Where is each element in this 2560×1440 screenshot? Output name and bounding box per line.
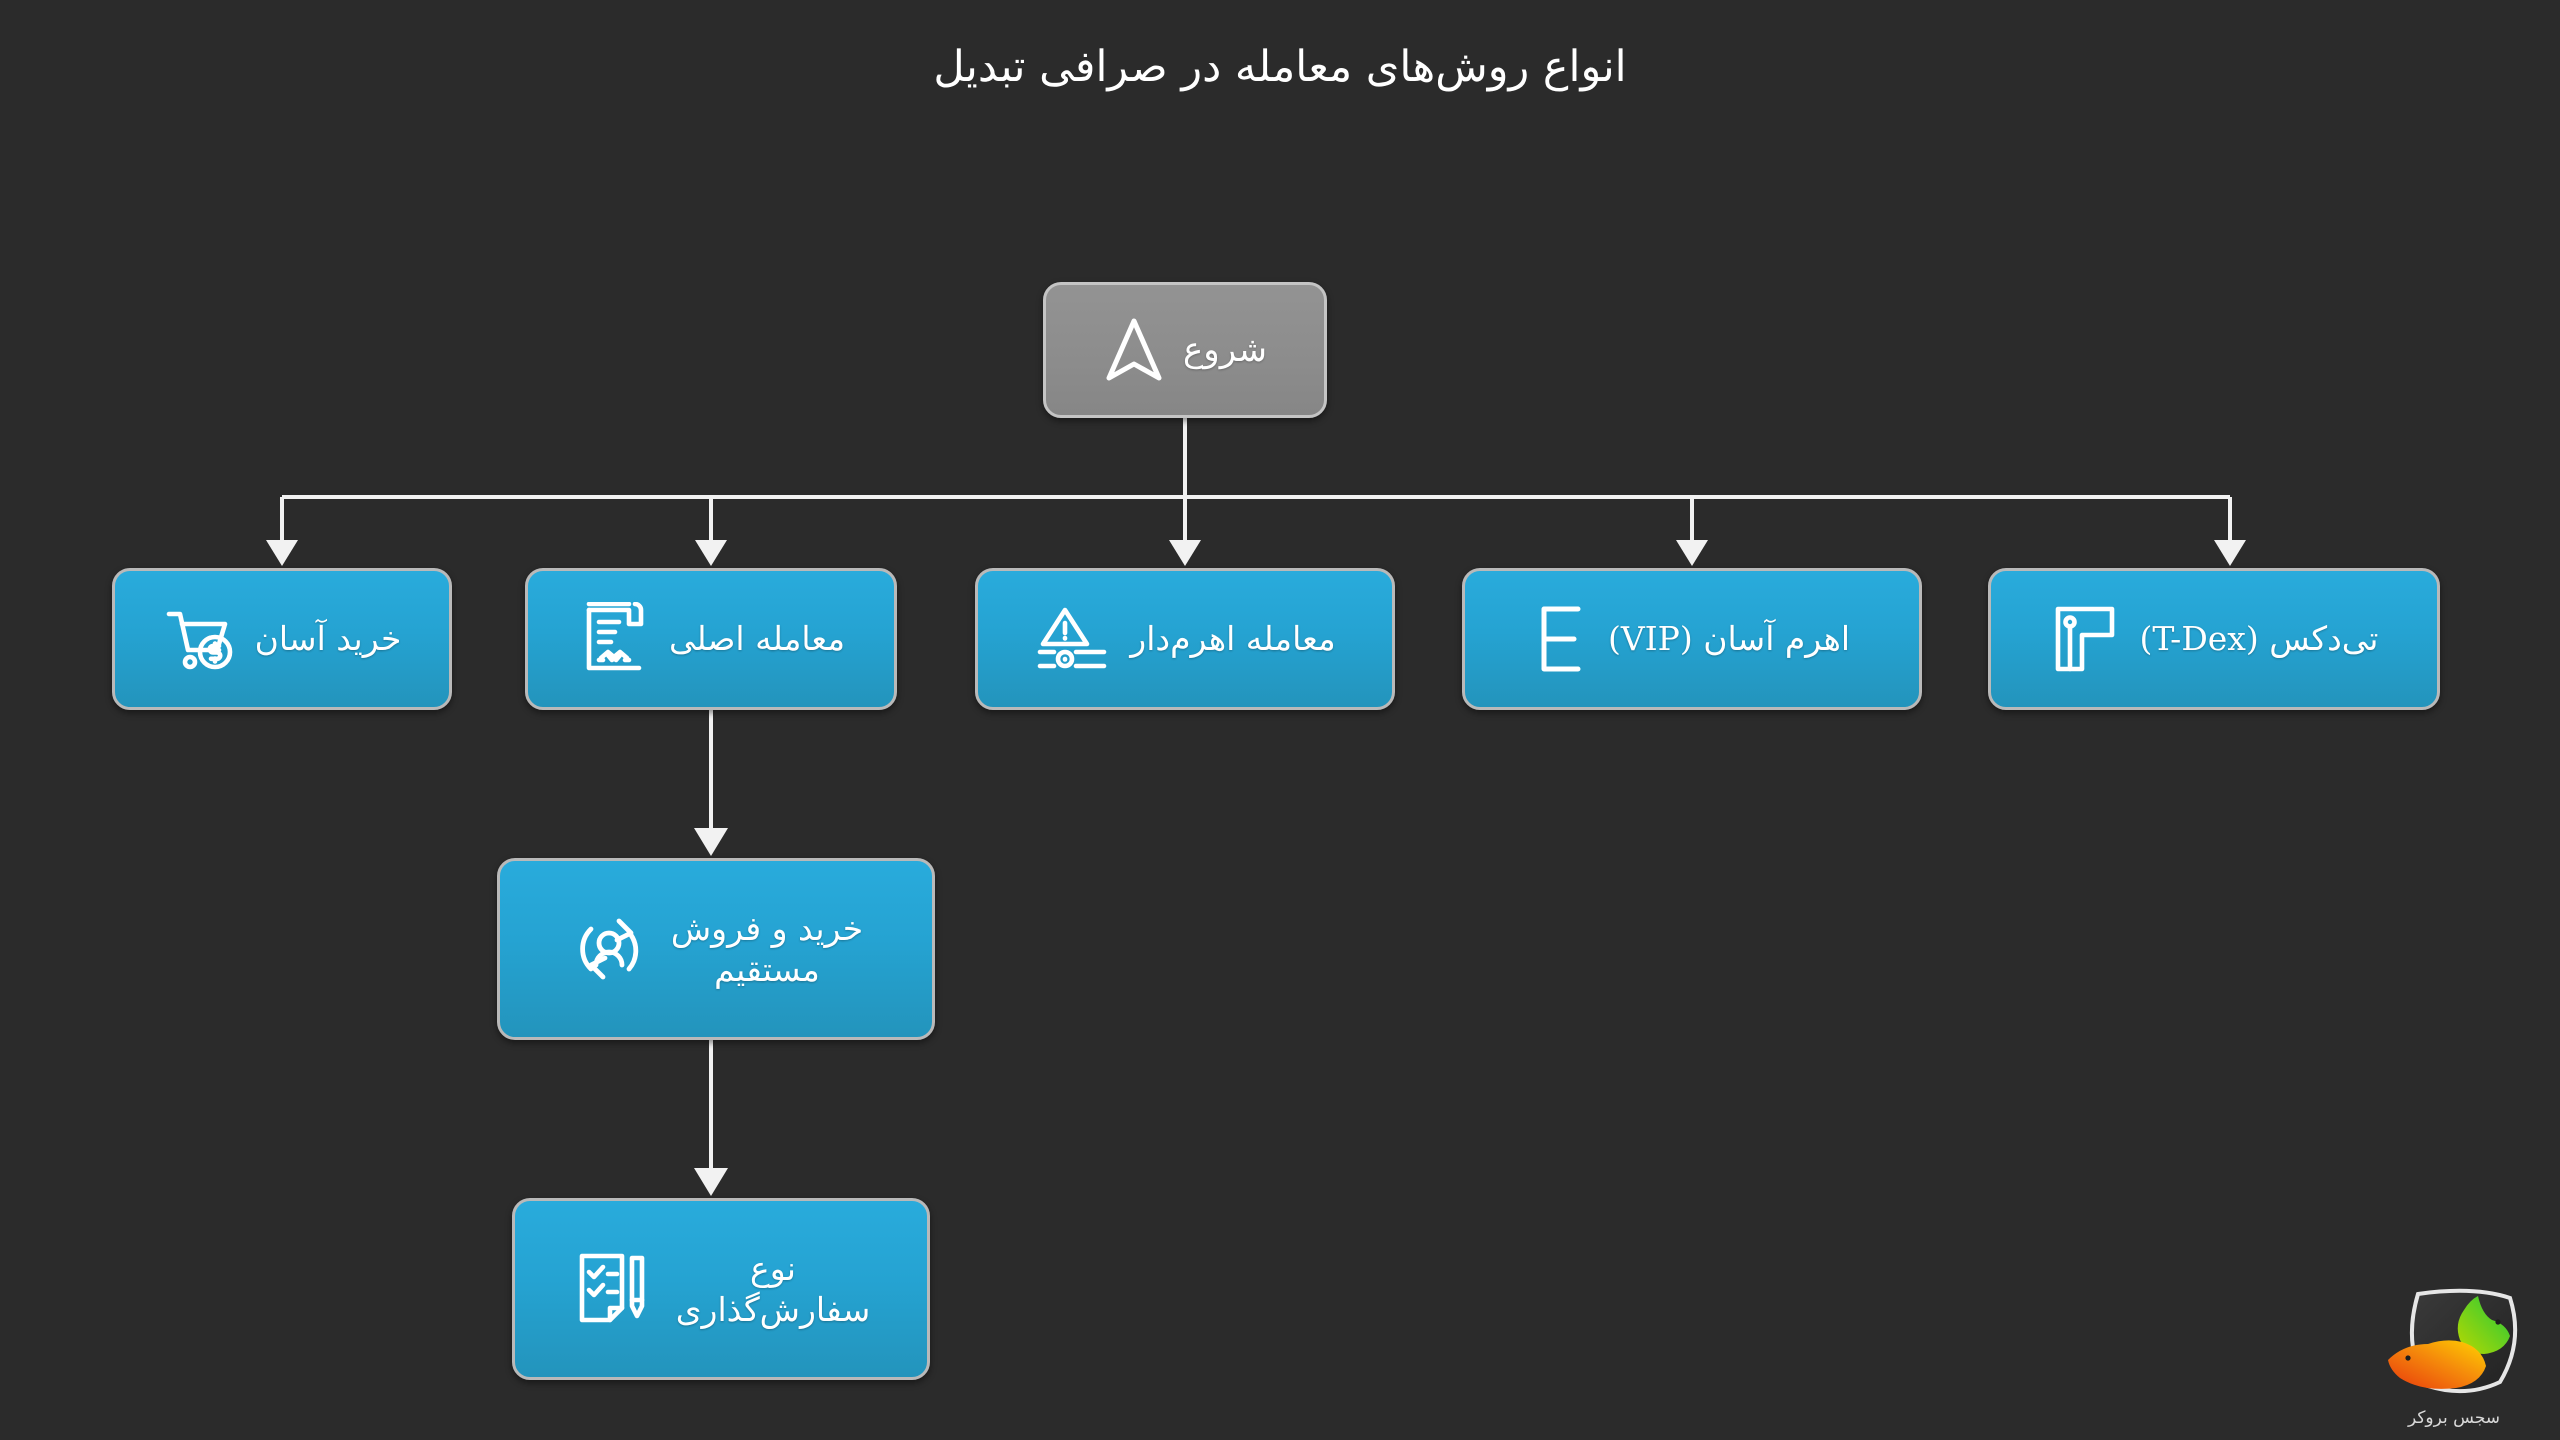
node-start-label: شروع <box>1183 329 1267 370</box>
node-leverage-trade[interactable]: معامله اهرم‌دار <box>975 568 1395 710</box>
node-order-type[interactable]: نوع سفارش‌گذاری <box>512 1198 930 1380</box>
arrow-head-sub-2 <box>694 1168 728 1196</box>
node-easy-leverage-vip-label: اهرم آسان (VIP) <box>1607 619 1851 659</box>
node-easy-buy[interactable]: خرید آسان <box>112 568 452 710</box>
page-title: انواع روش‌های معامله در صرافی تبدیل <box>933 42 1627 92</box>
letter-e-icon <box>1534 601 1590 677</box>
shopping-cart-dollar-icon <box>163 604 237 674</box>
warning-leverage-icon <box>1034 604 1112 674</box>
navigation-arrow-icon <box>1103 316 1165 384</box>
node-direct-trade-label: خرید و فروش مستقیم <box>670 908 864 989</box>
node-order-type-label: نوع سفارش‌گذاری <box>675 1248 871 1329</box>
node-main-trade-label: معامله اصلی <box>668 619 846 659</box>
sajes-broker-logo: سجس بروکر <box>2374 1282 2534 1430</box>
node-main-trade[interactable]: معامله اصلی <box>525 568 897 710</box>
logo-caption: سجس بروکر <box>2407 1408 2501 1428</box>
node-tdex-label: تی‌دکس (T-Dex) <box>2139 619 2379 659</box>
checklist-pen-icon <box>572 1246 658 1332</box>
node-easy-leverage-vip[interactable]: اهرم آسان (VIP) <box>1462 568 1922 710</box>
node-start[interactable]: شروع <box>1043 282 1327 418</box>
layout-panels-icon <box>2050 601 2122 677</box>
node-tdex[interactable]: تی‌دکس (T-Dex) <box>1988 568 2440 710</box>
arrow-head-3 <box>1169 540 1201 566</box>
user-exchange-icon <box>569 907 653 991</box>
arrow-head-1 <box>266 540 298 566</box>
arrow-head-sub-1 <box>694 828 728 856</box>
arrow-head-4 <box>1676 540 1708 566</box>
arrow-head-5 <box>2214 540 2246 566</box>
node-easy-buy-label: خرید آسان <box>254 619 402 659</box>
arrow-head-2 <box>695 540 727 566</box>
node-leverage-trade-label: معامله اهرم‌دار <box>1130 619 1336 659</box>
node-direct-trade[interactable]: خرید و فروش مستقیم <box>497 858 935 1040</box>
contract-handshake-icon <box>577 602 651 676</box>
